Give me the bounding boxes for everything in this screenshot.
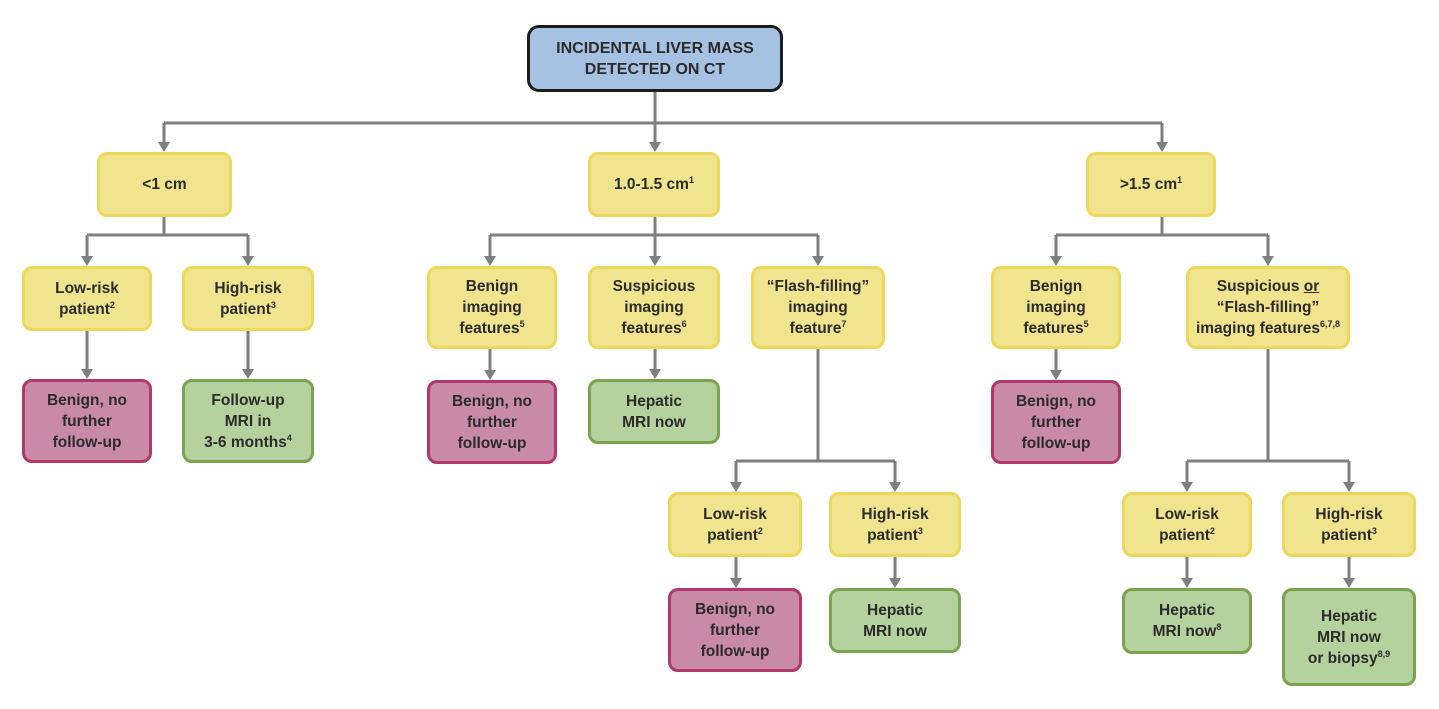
- lt1-low-risk-patient-box: Low-risk patient2: [22, 266, 152, 331]
- lt1-benign-no-followup-box: Benign, no further follow-up: [22, 379, 152, 463]
- gt15-high-risk-mri-or-biopsy-box: Hepatic MRI now or biopsy8,9: [1282, 588, 1416, 686]
- size-1-to-1-5cm-box: 1.0-1.5 cm1: [588, 152, 720, 217]
- gt15-low-risk-hepatic-mri-box: Hepatic MRI now8: [1122, 588, 1252, 654]
- mid-high-risk-hepatic-mri-box: Hepatic MRI now: [829, 588, 961, 653]
- gt15-benign-imaging-features-box: Benign imaging features5: [991, 266, 1121, 349]
- mid-high-risk-patient-box: High-risk patient3: [829, 492, 961, 557]
- mid-benign-no-followup-box: Benign, no further follow-up: [427, 380, 557, 464]
- lt1-high-risk-patient-box: High-risk patient3: [182, 266, 314, 331]
- size-gt-1-5cm-box: >1.5 cm1: [1086, 152, 1216, 217]
- start-box-incidental-liver-mass: INCIDENTAL LIVER MASS DETECTED ON CT: [527, 25, 783, 92]
- mid-benign-imaging-features-box: Benign imaging features5: [427, 266, 557, 349]
- mid-hepatic-mri-now-box: Hepatic MRI now: [588, 379, 720, 444]
- mid-low-risk-benign-box: Benign, no further follow-up: [668, 588, 802, 672]
- gt15-low-risk-patient-box: Low-risk patient2: [1122, 492, 1252, 557]
- gt15-suspicious-or-flash-filling-box: Suspicious or “Flash-filling” imaging fe…: [1186, 266, 1350, 349]
- mid-flash-filling-feature-box: “Flash-filling” imaging feature7: [751, 266, 885, 349]
- mid-suspicious-imaging-features-box: Suspicious imaging features6: [588, 266, 720, 349]
- lt1-followup-mri-box: Follow-up MRI in 3-6 months4: [182, 379, 314, 463]
- gt15-benign-no-followup-box: Benign, no further follow-up: [991, 380, 1121, 464]
- mid-low-risk-patient-box: Low-risk patient2: [668, 492, 802, 557]
- gt15-high-risk-patient-box: High-risk patient3: [1282, 492, 1416, 557]
- size-lt-1cm-box: <1 cm: [97, 152, 232, 217]
